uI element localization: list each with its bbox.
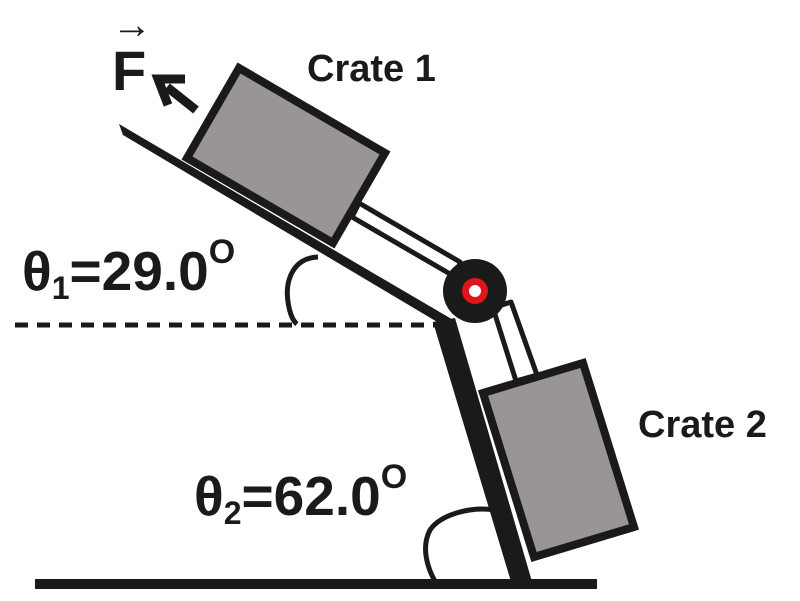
angle-2-label: θ2=62.0O	[194, 458, 407, 531]
crate-1	[181, 62, 391, 249]
crate-1-label: Crate 1	[307, 48, 436, 90]
crate-2-label: Crate 2	[638, 404, 767, 446]
incline-1	[119, 124, 455, 329]
pulley-axle	[469, 285, 481, 297]
incline-2	[433, 318, 533, 585]
pulley	[443, 259, 507, 323]
crate-2	[477, 358, 640, 562]
force-arrow	[151, 74, 199, 114]
angle-arc-1	[284, 254, 319, 326]
rope-2	[490, 299, 540, 384]
force-label: F	[112, 39, 146, 102]
force-vector-arrow: →	[112, 3, 152, 47]
angle-1-label: θ1=29.0O	[22, 233, 235, 306]
rope-1	[349, 200, 463, 281]
angle-arc-2	[423, 506, 496, 585]
